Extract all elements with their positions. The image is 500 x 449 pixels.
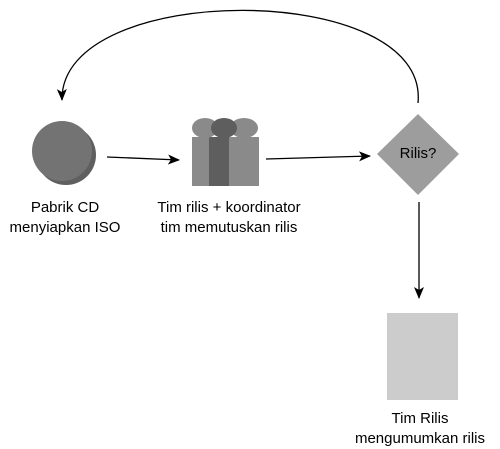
decision-label: Rilis? [399, 145, 437, 162]
arrow-factory-to-team [106, 154, 180, 165]
factory-disc [32, 121, 92, 181]
announce-label: Tim Rilis mengumumkan rilis [340, 409, 500, 449]
factory-label-line1: Pabrik CD [30, 199, 100, 216]
release-team-icon [192, 118, 259, 186]
cd-factory-icon [32, 121, 96, 185]
arrow-team-to-decision [265, 151, 371, 162]
announce-label-line1: Tim Rilis [391, 410, 449, 427]
team-label: Tim rilis + koordinator tim memutuskan r… [138, 198, 320, 238]
team-label-line2: tim memutuskan rilis [160, 219, 298, 236]
decision-diamond [377, 114, 459, 195]
arrow-loop-back [56, 9, 419, 104]
announce-label-line2: mengumumkan rilis [354, 430, 486, 447]
announce-box [387, 313, 458, 400]
factory-label-line2: menyiapkan ISO [9, 219, 121, 236]
factory-label: Pabrik CD menyiapkan ISO [0, 198, 130, 238]
team-label-line1: Tim rilis + koordinator [157, 199, 301, 216]
